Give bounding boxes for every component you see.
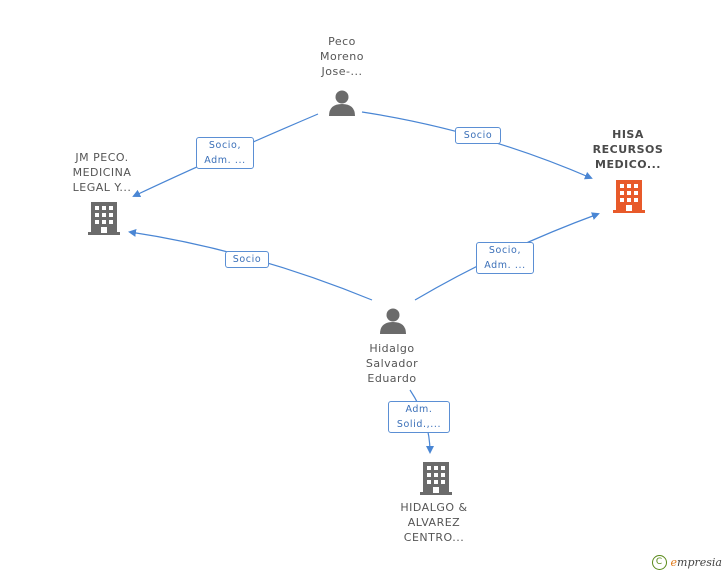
node-label-line: JM PECO. [75, 151, 129, 164]
node-label-line: Peco [328, 35, 356, 48]
node-label-line: Salvador [365, 357, 419, 370]
node-label-peco[interactable]: Peco Moreno Jose-... [300, 34, 384, 79]
node-label-line: Moreno [320, 50, 364, 63]
brand-rest: mpresia [677, 556, 722, 569]
edge-label-line: Adm. ... [204, 155, 246, 166]
copyright-icon: C [651, 555, 667, 570]
edge-label-peco-jmpeco[interactable]: Socio, Adm. ... [196, 137, 254, 169]
edge-label-hidalgo-hisa[interactable]: Socio, Adm. ... [476, 242, 534, 274]
edge-label-line: Socio, [488, 245, 522, 256]
node-label-line: CENTRO... [403, 531, 465, 544]
edge-label-line: Adm. ... [484, 260, 526, 271]
node-label-hisa[interactable]: HISA RECURSOS MEDICO... [578, 127, 678, 172]
node-label-line: HIDALGO & [400, 501, 468, 514]
building-icon[interactable] [88, 200, 120, 236]
edge-peco-hisa [361, 111, 593, 180]
building-icon[interactable] [420, 460, 452, 496]
node-label-line: LEGAL Y... [72, 181, 132, 194]
edge-label-peco-hisa[interactable]: Socio [455, 127, 501, 144]
node-label-line: MEDICINA [72, 166, 132, 179]
footer-brand[interactable]: C empresia [651, 555, 722, 570]
node-label-line: RECURSOS [592, 143, 664, 156]
node-label-alvarez[interactable]: HIDALGO & ALVAREZ CENTRO... [384, 500, 484, 545]
node-label-line: MEDICO... [595, 158, 661, 171]
edge-label-line: Socio [463, 130, 493, 141]
edge-label-line: Adm. [405, 404, 433, 415]
brand-logo: empresia [671, 556, 722, 569]
edge-label-hidalgo-alvarez[interactable]: Adm. Solid.,... [388, 401, 450, 433]
edge-label-hidalgo-jmpeco[interactable]: Socio [225, 251, 269, 268]
node-label-line: HISA [612, 128, 644, 141]
node-label-line: ALVAREZ [407, 516, 461, 529]
node-label-line: Jose-... [321, 65, 363, 78]
person-icon[interactable] [327, 88, 357, 118]
person-icon[interactable] [378, 306, 408, 336]
node-label-hidalgo[interactable]: Hidalgo Salvador Eduardo [345, 341, 439, 386]
edge-label-line: Socio, [208, 140, 242, 151]
building-icon[interactable] [613, 178, 645, 214]
edge-label-line: Solid.,... [396, 419, 442, 430]
edge-label-line: Socio [232, 254, 262, 265]
node-label-jmpeco[interactable]: JM PECO. MEDICINA LEGAL Y... [52, 150, 152, 195]
node-label-line: Hidalgo [369, 342, 415, 355]
brand-initial: e [670, 556, 678, 569]
node-label-line: Eduardo [367, 372, 417, 385]
